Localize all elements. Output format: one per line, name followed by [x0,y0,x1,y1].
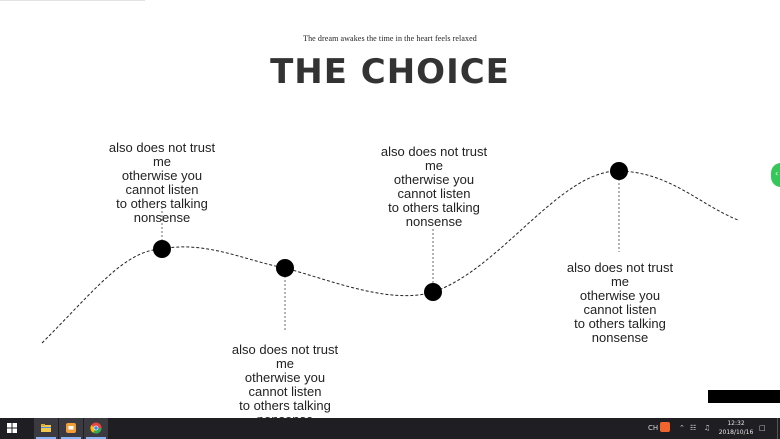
caption-line: cannot listen [125,182,199,197]
taskbar-clock[interactable]: 12:32 2018/10/16 [716,419,756,437]
caption-line: cannot listen [397,186,471,201]
timeline-caption-1: also does not trust me otherwise you can… [87,141,237,225]
caption-line: also does not trust [108,140,216,155]
caption-line: to others talking [388,200,480,215]
chrome-browser-icon [90,422,102,434]
taskbar: CH ⌃ ☷ ♫ 12:32 2018/10/16 □ [0,418,780,439]
caption-line: to others talking [574,316,666,331]
start-button[interactable] [0,418,24,439]
arrow-icon: ‹ [775,169,779,178]
caption-line: otherwise you [393,172,475,187]
timeline-node-4 [610,162,628,180]
windows-logo-icon [7,423,17,433]
timeline-node-2 [276,259,294,277]
ime-indicator[interactable]: CH [648,424,659,432]
timeline-node-3 [424,283,442,301]
caption-line: me [152,154,172,169]
caption-line: also does not trust [566,260,674,275]
taskbar-chrome-browser[interactable] [84,418,108,439]
caption-line: nonsense [133,210,191,225]
caption-line: me [275,356,295,371]
caption-line: cannot listen [248,384,322,399]
taskbar-file-explorer[interactable] [34,418,58,439]
timeline-node-1 [153,240,171,258]
caption-line: also does not trust [380,144,488,159]
caption-line: otherwise you [244,370,326,385]
floating-side-tab[interactable]: ‹ [771,163,780,187]
taskbar-presentation-app[interactable] [59,418,83,439]
caption-line: to others talking [116,196,208,211]
chevron-up-icon[interactable]: ⌃ [679,424,685,432]
slide-title: THE CHOICE [270,52,510,92]
timeline-caption-4: also does not trust me otherwise you can… [545,261,695,345]
clock-date: 2018/10/16 [718,429,754,436]
caption-line: also does not trust [231,342,339,357]
tray-app-icon[interactable] [660,422,670,432]
black-bar-decoration [708,390,780,403]
caption-line: nonsense [591,330,649,345]
top-divider [0,0,145,1]
clock-time: 12:32 [727,420,745,427]
caption-line: nonsense [405,214,463,229]
slide-subtitle: The dream awakes the time in the heart f… [303,34,477,43]
timeline-caption-3: also does not trust me otherwise you can… [359,145,509,229]
network-icon[interactable]: ☷ [690,424,697,432]
caption-line: me [610,274,630,289]
timeline-caption-2: also does not trust me otherwise you can… [210,343,360,427]
volume-icon[interactable]: ♫ [704,424,711,432]
file-explorer-icon [41,424,51,432]
caption-line: me [424,158,444,173]
caption-line: cannot listen [583,302,657,317]
presentation-app-icon [66,423,76,433]
caption-line: to others talking [239,398,331,413]
caption-line: otherwise you [121,168,203,183]
notification-icon[interactable]: □ [759,424,766,432]
caption-line: otherwise you [579,288,661,303]
show-desktop-button[interactable] [777,418,780,439]
